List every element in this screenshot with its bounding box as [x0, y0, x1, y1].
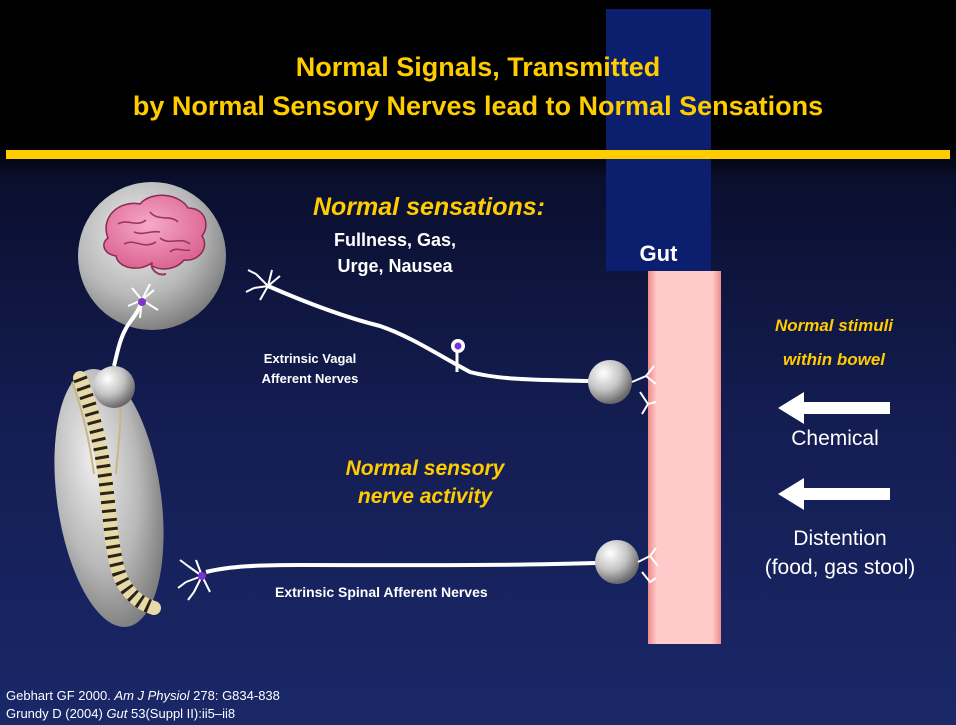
- vagal-ganglion: [588, 360, 632, 404]
- sensations-line-1: Fullness, Gas,: [330, 230, 460, 251]
- distention-line-1: Distention: [740, 527, 940, 551]
- gut-tube: [648, 271, 721, 644]
- spinal-ganglion: [93, 366, 135, 408]
- vagal-label-line-2: Afferent Nerves: [240, 371, 380, 386]
- spinal-label: Extrinsic Spinal Afferent Nerves: [275, 584, 488, 600]
- stimuli-line-1: Normal stimuli: [728, 316, 940, 336]
- spinal-nerve: [206, 563, 596, 572]
- distention-line-2: (food, gas stool): [735, 556, 945, 580]
- reference-2-authors: Grundy D (2004): [6, 706, 106, 721]
- reference-2-journal: Gut: [106, 706, 127, 721]
- sensations-heading: Normal sensations:: [313, 193, 545, 222]
- vagal-nerve: [268, 286, 590, 381]
- stimuli-line-2: within bowel: [728, 350, 940, 370]
- vagal-terminal-neuron: [246, 270, 280, 300]
- arrow-left-icon: [778, 478, 890, 510]
- reference-1-details: 278: G834-838: [190, 688, 280, 703]
- reference-2-details: 53(Suppl II):ii5–ii8: [127, 706, 235, 721]
- arrow-left-icon: [778, 392, 890, 424]
- gut-label: Gut: [606, 241, 711, 267]
- sensory-activity-line-1: Normal sensory: [310, 457, 540, 481]
- sensory-activity-line-2: nerve activity: [310, 485, 540, 509]
- spinal-terminal-neuron: [178, 560, 210, 600]
- reference-1: Gebhart GF 2000. Am J Physiol 278: G834-…: [6, 688, 280, 703]
- reference-1-journal: Am J Physiol: [114, 688, 189, 703]
- vagal-label-line-1: Extrinsic Vagal: [240, 351, 380, 366]
- sensations-line-2: Urge, Nausea: [330, 256, 460, 277]
- chemical-label: Chemical: [760, 427, 910, 451]
- reference-2: Grundy D (2004) Gut 53(Suppl II):ii5–ii8: [6, 706, 235, 721]
- reference-1-authors: Gebhart GF 2000.: [6, 688, 114, 703]
- spinal-afferent-ganglion: [595, 540, 639, 584]
